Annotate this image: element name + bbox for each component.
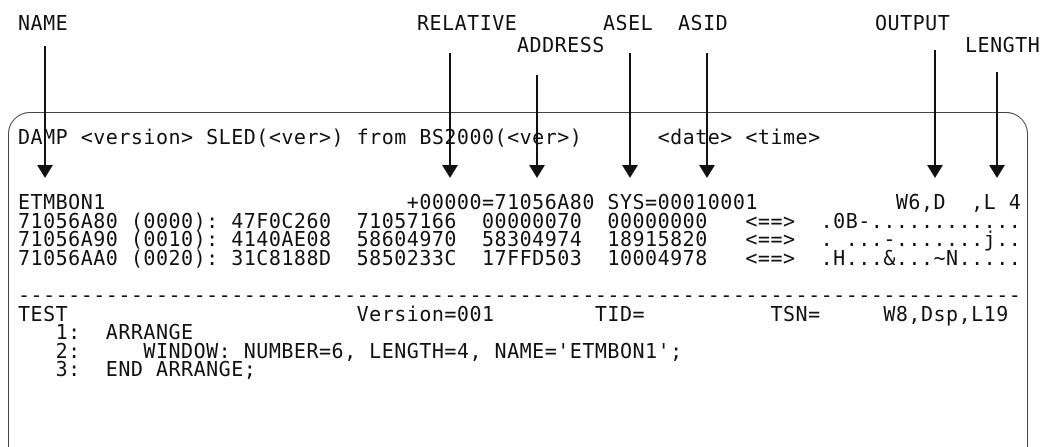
asel-arrow bbox=[622, 53, 638, 178]
name-arrow bbox=[37, 46, 53, 178]
terminal-header-line: DAMP <version> SLED(<ver>) from BS2000(<… bbox=[18, 125, 821, 149]
terminal-line-hex-dump: 71056A80 (0000): 47F0C260 71057166 00000… bbox=[18, 208, 1022, 233]
arrow-line bbox=[934, 50, 936, 166]
arrow-line bbox=[706, 53, 708, 166]
terminal-line-program: 2: WINDOW: NUMBER=6, LENGTH=4, NAME='ETM… bbox=[18, 338, 683, 363]
terminal-screen bbox=[8, 112, 1028, 447]
arrow-down-icon bbox=[37, 165, 53, 178]
arrow-line bbox=[996, 72, 998, 166]
arrow-down-icon bbox=[442, 165, 458, 178]
terminal-line-program: 3: END ARRANGE; bbox=[18, 357, 257, 382]
arrow-line bbox=[44, 46, 46, 166]
label-length: LENGTH bbox=[965, 33, 1041, 57]
relative-arrow bbox=[442, 53, 458, 178]
arrow-down-icon bbox=[529, 165, 545, 178]
label-relative: RELATIVE bbox=[417, 11, 518, 35]
arrow-down-icon bbox=[927, 165, 943, 178]
arrow-down-icon bbox=[989, 165, 1005, 178]
arrow-down-icon bbox=[622, 165, 638, 178]
terminal-line-hex-dump: 71056A90 (0010): 4140AE08 58604970 58304… bbox=[18, 227, 1022, 252]
address-arrow bbox=[529, 75, 545, 178]
terminal-line-window-header: ETMBON1 +00000=71056A80 SYS=00010001 W6,… bbox=[18, 190, 1022, 214]
asid-arrow bbox=[699, 53, 715, 178]
terminal-body: ETMBON1 +00000=71056A80 SYS=00010001 W6,… bbox=[18, 190, 1022, 382]
label-relative-address: ADDRESS bbox=[517, 33, 605, 57]
label-output: OUTPUT bbox=[875, 11, 951, 35]
arrow-down-icon bbox=[699, 165, 715, 178]
label-name: NAME bbox=[18, 11, 69, 35]
output-arrow bbox=[927, 50, 943, 178]
terminal-line-program: 1: ARRANGE bbox=[18, 320, 194, 345]
arrow-line bbox=[536, 75, 538, 166]
arrow-line bbox=[629, 53, 631, 166]
terminal-line-hex-dump: 71056AA0 (0020): 31C8188D 5850233C 17FFD… bbox=[18, 245, 1022, 270]
terminal-line-test-header: TEST Version=001 TID= TSN= W8,Dsp,L19 bbox=[18, 301, 1009, 326]
label-asid: ASID bbox=[678, 11, 729, 35]
length-arrow bbox=[989, 72, 1005, 178]
terminal-separator-line: ----------------------------------------… bbox=[18, 282, 1022, 307]
label-asel: ASEL bbox=[603, 11, 654, 35]
arrow-line bbox=[449, 53, 451, 166]
